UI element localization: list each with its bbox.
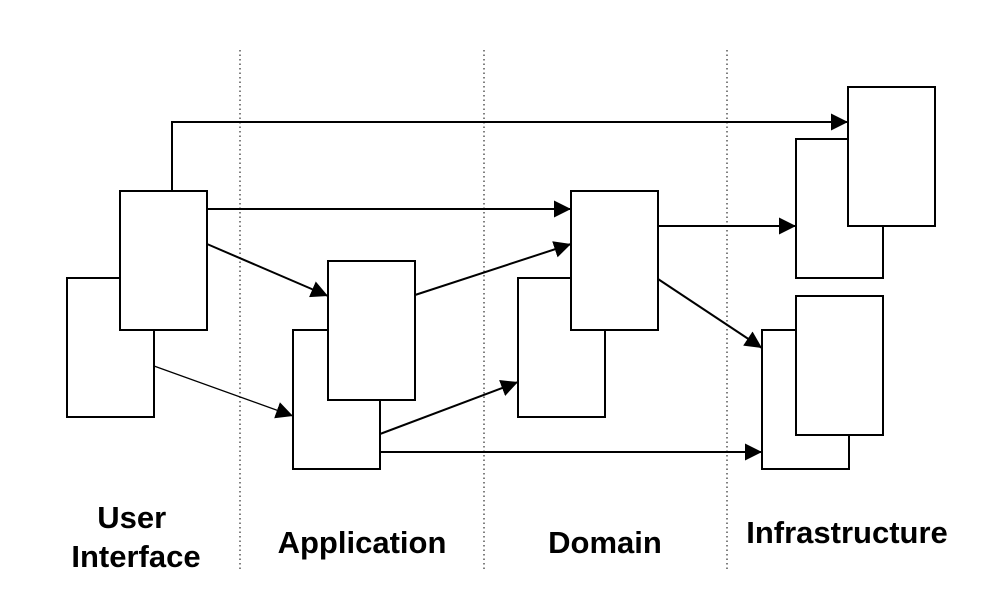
layer-label-user-interface-line-2: Interface <box>71 539 200 574</box>
application-object-front <box>327 260 416 401</box>
arrow-application-to-domain-front <box>414 241 572 296</box>
infrastructure-upper-object-front <box>847 86 936 227</box>
infrastructure-lower-object-front <box>795 295 884 436</box>
layer-label-user-interface: User Interface <box>71 500 200 574</box>
ui-object-front <box>119 190 208 331</box>
layer-label-domain: Domain <box>548 525 662 560</box>
arrow-domain-to-infrastructure-lower <box>657 278 763 349</box>
arrow-application-to-domain-back <box>379 380 519 435</box>
arrow-ui-to-infrastructure-upper <box>171 113 848 191</box>
arrow-ui-to-application-back <box>153 365 294 419</box>
layer-label-infrastructure: Infrastructure <box>746 515 948 550</box>
layer-label-user-interface-line-1: User <box>97 500 166 535</box>
arrow-ui-to-application-front <box>206 243 329 298</box>
layer-label-application: Application <box>278 525 447 560</box>
domain-object-front <box>570 190 659 331</box>
